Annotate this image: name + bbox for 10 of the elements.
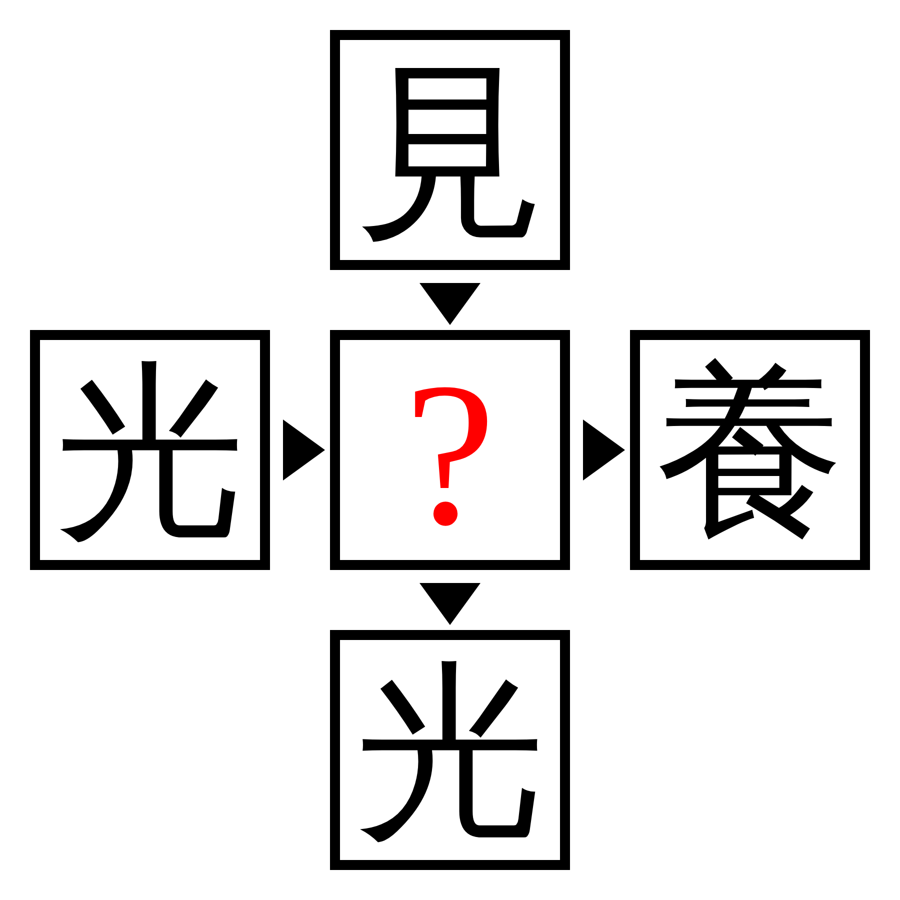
kanji-character: 養 bbox=[655, 359, 845, 549]
character-box bbox=[330, 330, 570, 570]
kanji-character: 光 bbox=[55, 359, 245, 549]
kanji-character: 光 bbox=[355, 659, 545, 849]
character-box bbox=[330, 630, 570, 870]
question-mark: ? bbox=[404, 352, 496, 556]
character-box bbox=[30, 330, 270, 570]
kanji-character: 見 bbox=[355, 59, 545, 249]
character-box bbox=[330, 30, 570, 270]
character-box bbox=[630, 330, 870, 570]
